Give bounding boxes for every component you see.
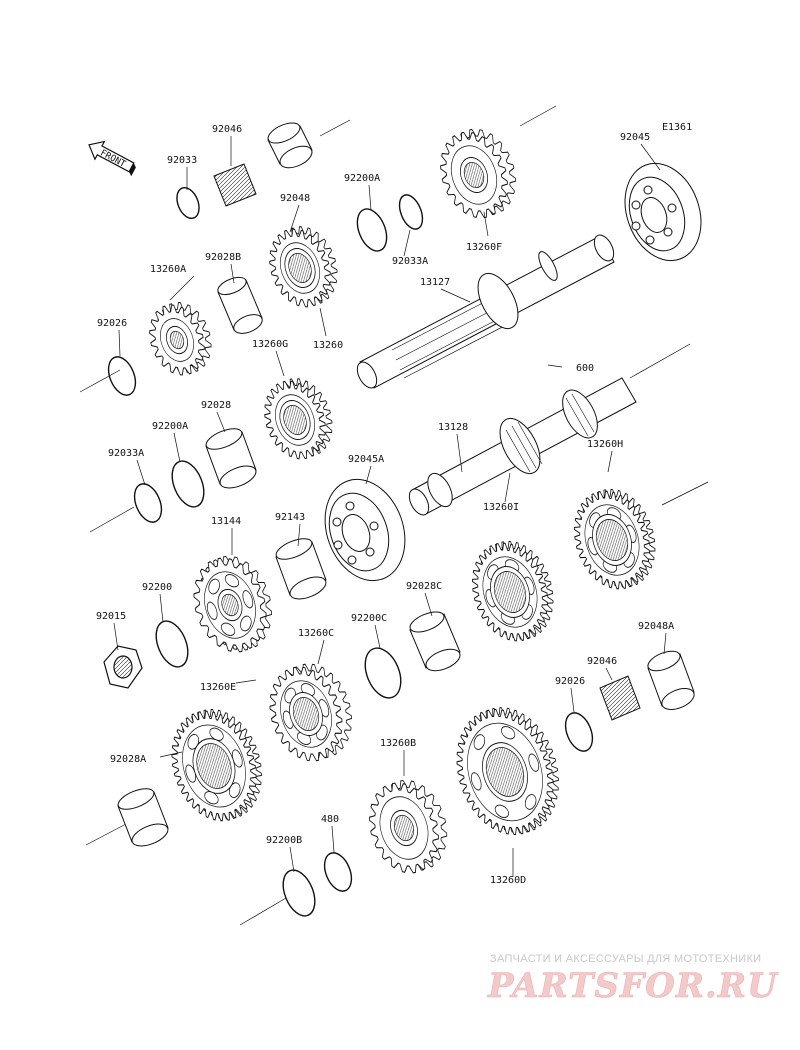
- part-label: 13260D: [490, 875, 526, 886]
- nut-92015: [103, 645, 143, 689]
- part-label: 92028C: [406, 581, 442, 592]
- gear-13260f: [440, 128, 516, 219]
- part-label: 92200: [142, 582, 172, 593]
- part-labels: 92046 92033 92048 92200A 92045 13260F 92028B 13…: [96, 124, 674, 886]
- part-label: 13127: [420, 277, 450, 288]
- counter-shaft-13128: [408, 377, 637, 516]
- watermark: ЗАПЧАСТИ И АКСЕССУАРЫ ДЛЯ МОТОТЕХНИКИ PA…: [487, 953, 779, 1006]
- part-label: 13260F: [466, 242, 502, 253]
- part-label: 13128: [438, 422, 468, 433]
- part-label: 13260: [313, 340, 343, 351]
- part-label: 92200B: [266, 835, 302, 846]
- diagram-code: E1361: [662, 122, 692, 133]
- needle-bearings: [213, 163, 641, 721]
- gears: [149, 128, 656, 874]
- part-label: 13144: [211, 516, 241, 527]
- watermark-caption: ЗАПЧАСТИ И АКСЕССУАРЫ ДЛЯ МОТОТЕХНИКИ: [490, 953, 761, 965]
- part-label: 92026: [97, 318, 127, 329]
- leader-lines: [113, 136, 667, 877]
- gear-13260i: [472, 540, 554, 642]
- part-label: 13260H: [587, 439, 623, 450]
- gear-13260d: [456, 707, 559, 836]
- part-label: 92028B: [205, 252, 241, 263]
- part-label: 92033A: [392, 256, 428, 267]
- part-label: 92048A: [638, 621, 674, 632]
- part-label: 600: [576, 363, 594, 374]
- gear-13260g: [264, 378, 333, 460]
- gear-13260a: [149, 302, 212, 376]
- part-label: 92045A: [348, 454, 384, 465]
- watermark-logo: PARTSFOR.RU: [487, 966, 779, 1006]
- part-label: 92200C: [351, 613, 387, 624]
- part-label: 13260I: [483, 502, 519, 513]
- part-label: 13260C: [298, 628, 334, 639]
- bushings: [117, 122, 695, 847]
- part-label: 13260B: [380, 738, 416, 749]
- part-label: 480: [321, 814, 339, 825]
- part-label: 92200A: [152, 421, 188, 432]
- ball-bearing-92045: [624, 162, 702, 262]
- part-label: 92015: [96, 611, 126, 622]
- gear-13260c: [269, 663, 352, 762]
- part-label: 92028A: [110, 754, 146, 765]
- part-label: 92048: [280, 193, 310, 204]
- part-label: 92033A: [108, 448, 144, 459]
- part-label: 13260E: [200, 682, 236, 693]
- gear-13144: [193, 555, 272, 653]
- part-label: 92143: [275, 512, 305, 523]
- gear-13260b: [369, 780, 448, 874]
- part-label: 13260A: [150, 264, 186, 275]
- gear-13260: [269, 226, 338, 308]
- axis-lines: [79, 105, 709, 926]
- front-arrow-icon: FRONT: [88, 140, 136, 177]
- part-label: 92045: [620, 132, 650, 143]
- gear-13260e: [171, 709, 262, 822]
- part-label: 13260G: [252, 339, 288, 350]
- gear-13260h: [574, 488, 656, 590]
- part-label: 92046: [587, 656, 617, 667]
- part-label: 92028: [201, 400, 231, 411]
- main-shaft-13127: [356, 234, 615, 389]
- part-label: 92200A: [344, 173, 380, 184]
- part-label: 92046: [212, 124, 242, 135]
- ball-bearing-92045a: [324, 478, 406, 582]
- part-label: 92026: [555, 676, 585, 687]
- part-label: 92033: [167, 155, 197, 166]
